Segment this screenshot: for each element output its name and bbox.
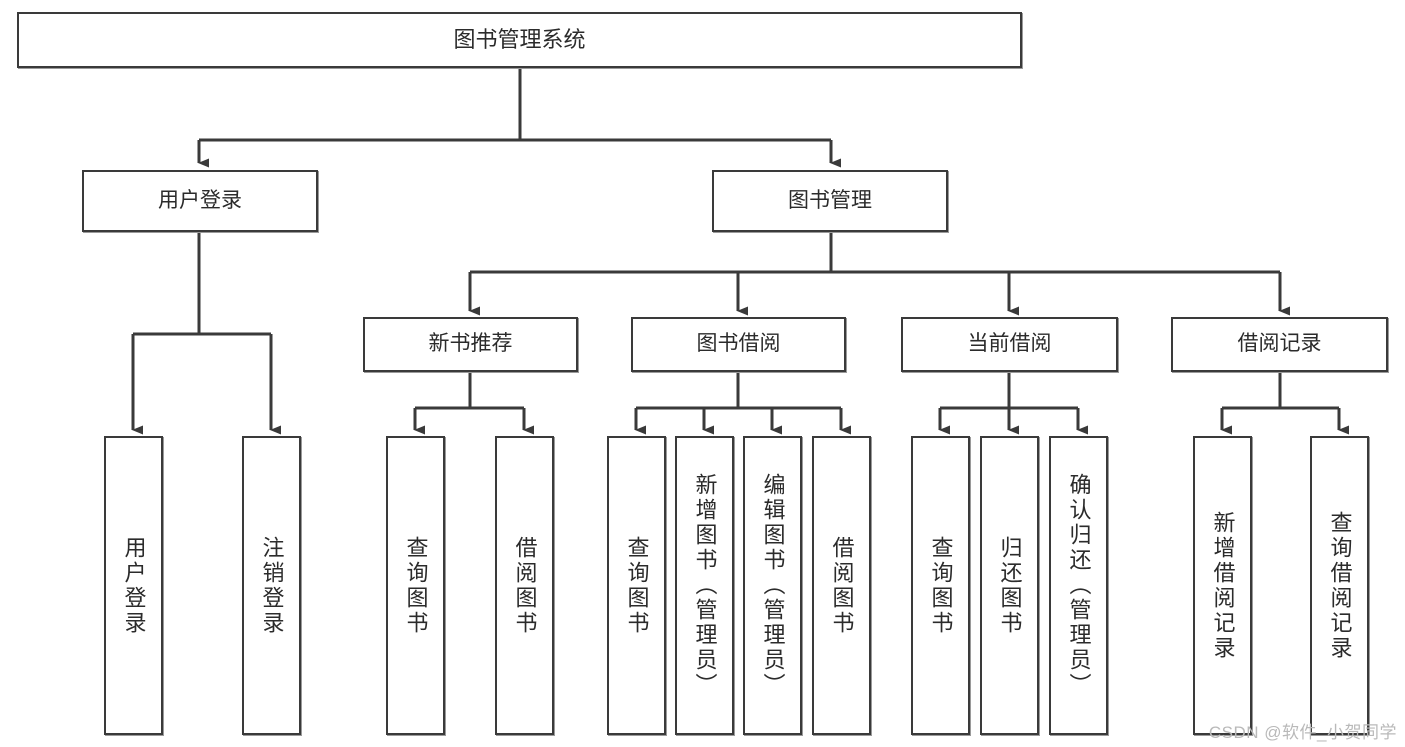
node-current-borrow[interactable]: 当前借阅 bbox=[901, 317, 1118, 372]
node-leaf-edit-book[interactable]: 编辑图书（管理员） bbox=[743, 436, 802, 735]
node-leaf-edit-book-label: 编辑图书（管理员） bbox=[760, 473, 786, 698]
node-leaf-query-book-2-label: 查询图书 bbox=[624, 535, 650, 636]
node-leaf-borrow-book-2-label: 借阅图书 bbox=[829, 535, 855, 636]
node-leaf-query-book-2[interactable]: 查询图书 bbox=[607, 436, 666, 735]
node-new-book-recommend-label: 新书推荐 bbox=[428, 332, 513, 356]
node-leaf-query-record[interactable]: 查询借阅记录 bbox=[1310, 436, 1369, 735]
node-leaf-add-book[interactable]: 新增图书（管理员） bbox=[675, 436, 734, 735]
node-leaf-user-login[interactable]: 用户登录 bbox=[104, 436, 163, 735]
node-leaf-query-book-3[interactable]: 查询图书 bbox=[911, 436, 970, 735]
node-leaf-borrow-book-1-label: 借阅图书 bbox=[512, 535, 538, 636]
node-leaf-return-book[interactable]: 归还图书 bbox=[980, 436, 1039, 735]
node-leaf-logout[interactable]: 注销登录 bbox=[242, 436, 301, 735]
node-book-manage[interactable]: 图书管理 bbox=[712, 170, 948, 232]
node-leaf-query-record-label: 查询借阅记录 bbox=[1327, 510, 1353, 661]
node-leaf-confirm-return[interactable]: 确认归还（管理员） bbox=[1049, 436, 1108, 735]
node-leaf-query-book-1-label: 查询图书 bbox=[403, 535, 429, 636]
node-borrow-record[interactable]: 借阅记录 bbox=[1171, 317, 1388, 372]
node-leaf-query-book-3-label: 查询图书 bbox=[928, 535, 954, 636]
node-leaf-logout-label: 注销登录 bbox=[259, 535, 285, 636]
node-leaf-user-login-label: 用户登录 bbox=[121, 535, 147, 636]
node-leaf-borrow-book-2[interactable]: 借阅图书 bbox=[812, 436, 871, 735]
node-book-borrow[interactable]: 图书借阅 bbox=[631, 317, 846, 372]
node-leaf-confirm-return-label: 确认归还（管理员） bbox=[1066, 473, 1092, 698]
csdn-watermark: CSDN @软件_小贺同学 bbox=[1208, 723, 1397, 742]
node-user-login[interactable]: 用户登录 bbox=[82, 170, 318, 232]
node-new-book-recommend[interactable]: 新书推荐 bbox=[363, 317, 578, 372]
node-leaf-return-book-label: 归还图书 bbox=[997, 535, 1023, 636]
node-book-manage-label: 图书管理 bbox=[788, 188, 872, 212]
node-leaf-borrow-book-1[interactable]: 借阅图书 bbox=[495, 436, 554, 735]
node-leaf-add-book-label: 新增图书（管理员） bbox=[692, 473, 718, 698]
node-root[interactable]: 图书管理系统 bbox=[17, 12, 1022, 68]
node-leaf-query-book-1[interactable]: 查询图书 bbox=[386, 436, 445, 735]
node-root-label: 图书管理系统 bbox=[453, 27, 586, 53]
node-leaf-add-record-label: 新增借阅记录 bbox=[1210, 510, 1236, 661]
node-current-borrow-label: 当前借阅 bbox=[967, 332, 1052, 356]
node-book-borrow-label: 图书借阅 bbox=[696, 332, 781, 356]
node-user-login-label: 用户登录 bbox=[158, 188, 242, 212]
node-leaf-add-record[interactable]: 新增借阅记录 bbox=[1193, 436, 1252, 735]
node-borrow-record-label: 借阅记录 bbox=[1237, 332, 1322, 356]
